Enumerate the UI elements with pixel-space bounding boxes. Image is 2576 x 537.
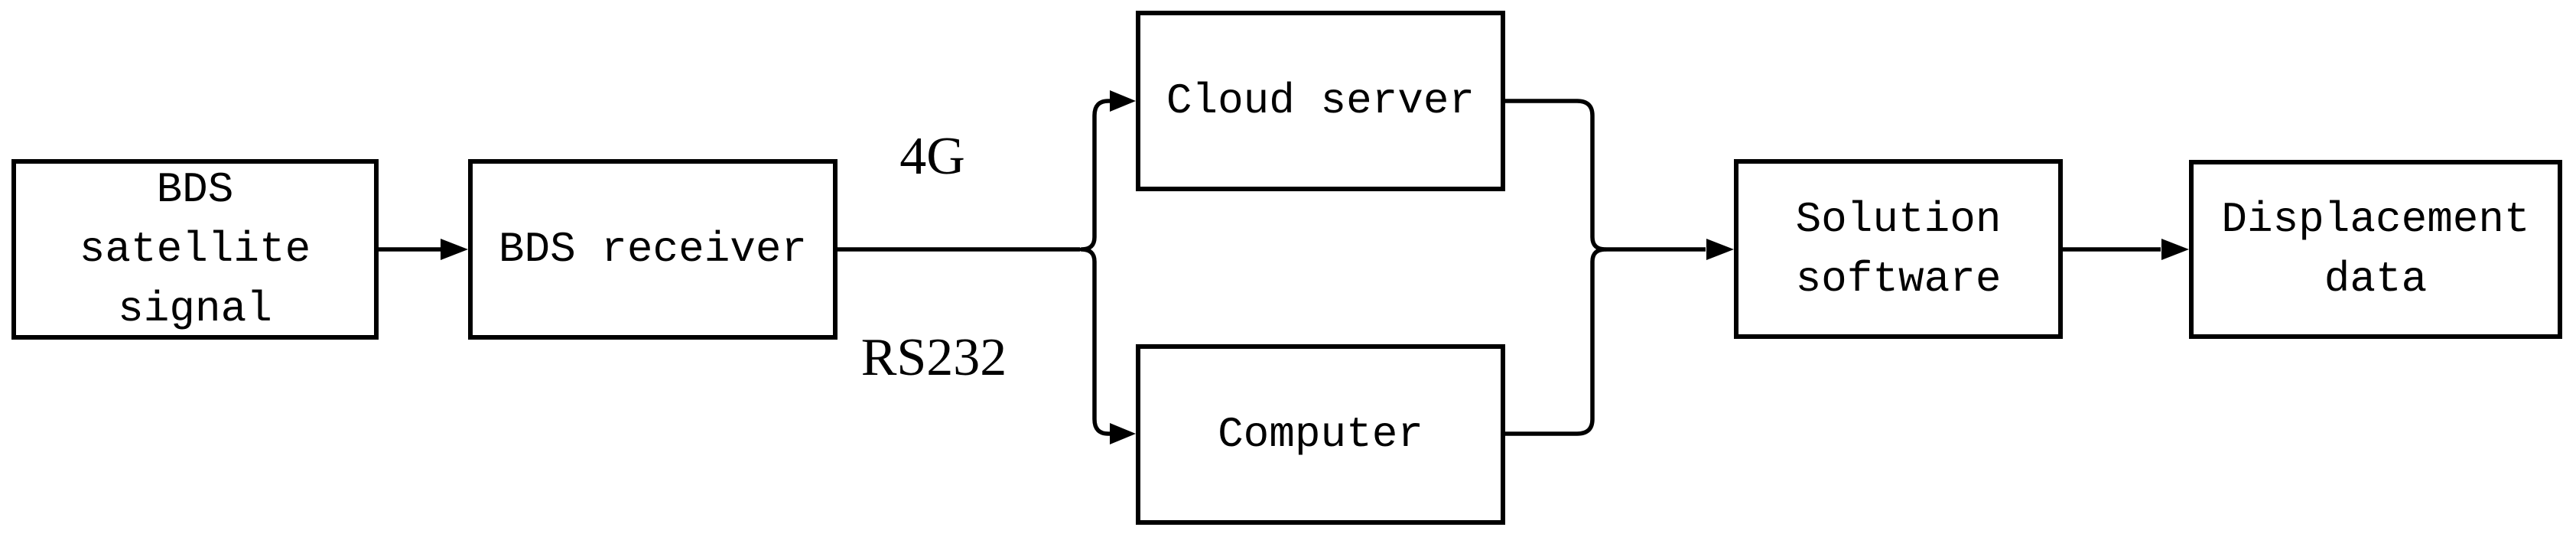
merge-branch-line [1505, 99, 1608, 436]
node-label-line: Solution [1795, 194, 2002, 244]
arrowhead-icon [1110, 423, 1136, 444]
arrowhead-icon [441, 239, 468, 260]
node-bds-receiver: BDS receiver [468, 159, 838, 340]
node-bds-satellite-signal: BDS satellite signal [11, 159, 379, 340]
node-label-line: Cloud server [1166, 76, 1475, 125]
node-label-line: Displacement [2221, 195, 2530, 244]
node-label-line: data [2324, 255, 2428, 304]
node-label-line: signal [118, 285, 272, 334]
edge-label-rs232: RS232 [860, 328, 1007, 387]
node-solution-software: Solution software [1734, 159, 2063, 339]
node-label-line: BDS [156, 165, 234, 214]
split-branch-line [1079, 99, 1113, 436]
node-label-line: satellite [79, 225, 311, 274]
arrowhead-icon [1706, 239, 1734, 260]
node-label-line: software [1795, 254, 2002, 304]
edge-label-4g: 4G [899, 127, 965, 186]
node-displacement-data: Displacement data [2189, 160, 2562, 339]
arrowhead-icon [1110, 90, 1136, 112]
node-label-line: BDS receiver [498, 225, 808, 274]
arrowhead-icon [2161, 239, 2189, 260]
node-cloud-server: Cloud server [1136, 11, 1505, 191]
node-computer: Computer [1136, 344, 1505, 525]
node-label-line: Computer [1218, 410, 1423, 459]
